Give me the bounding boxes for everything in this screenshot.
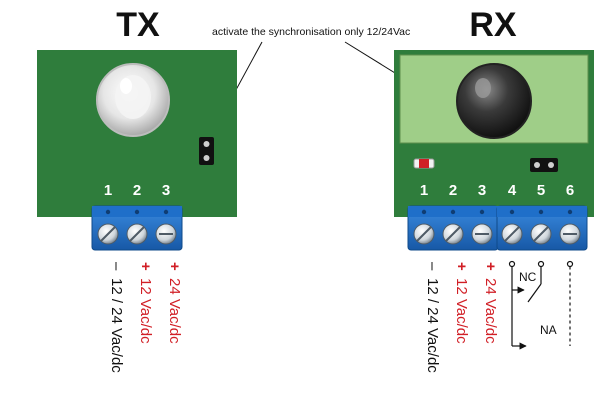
rx-lens xyxy=(456,63,532,139)
tx-wire-sign: – xyxy=(108,262,125,271)
rx-terminal-number: 4 xyxy=(508,182,517,199)
tx-wire-label: 24 Vac/dc xyxy=(166,278,183,344)
rx-terminal-block-power xyxy=(407,205,499,251)
rx-terminal-number: 6 xyxy=(566,182,574,199)
rx-terminal-number: 3 xyxy=(478,182,486,199)
tx-terminal-number: 3 xyxy=(162,182,170,199)
tx-wire-sign: + xyxy=(137,262,154,271)
rx-terminal-screw[interactable] xyxy=(442,223,464,245)
relay-na-label: NA xyxy=(540,323,557,337)
rx-terminal-number: 5 xyxy=(537,182,545,199)
rx-title: RX xyxy=(469,6,517,44)
tx-terminal-number: 1 xyxy=(104,182,112,199)
rx-wire-label: 12 / 24 Vac/dc xyxy=(424,278,441,373)
tx-wire-label: 12 Vac/dc xyxy=(137,278,154,344)
tx-terminal-number: 2 xyxy=(133,182,141,199)
rx-led xyxy=(413,158,435,169)
relay-contact-schematic xyxy=(508,260,574,350)
sync-annotation: activate the synchronisation only 12/24V… xyxy=(212,26,410,38)
tx-terminal-screw[interactable] xyxy=(126,223,148,245)
rx-terminal-block-relay xyxy=(496,205,588,251)
rx-wire-label: 12 Vac/dc xyxy=(453,278,470,344)
rx-wire-label: 24 Vac/dc xyxy=(482,278,499,344)
rx-terminal-screw[interactable] xyxy=(471,223,493,245)
tx-wire-sign: + xyxy=(166,262,183,271)
tx-terminal-screw[interactable] xyxy=(97,223,119,245)
rx-wire-sign: – xyxy=(424,262,441,271)
rx-terminal-number: 1 xyxy=(420,182,428,199)
rx-terminal-screw[interactable] xyxy=(530,223,552,245)
rx-terminal-screw[interactable] xyxy=(501,223,523,245)
relay-nc-label: NC xyxy=(519,270,537,284)
rx-terminal-screw[interactable] xyxy=(413,223,435,245)
rx-sync-jumper[interactable] xyxy=(530,158,558,172)
tx-sync-jumper[interactable] xyxy=(199,137,214,165)
rx-wire-sign: + xyxy=(482,262,499,271)
tx-board: 1 2 3 – 12 / 24 Vac/dc + 12 Vac/dc + 24 … xyxy=(37,50,237,373)
rx-terminal-number: 2 xyxy=(449,182,457,199)
rx-terminal-screw[interactable] xyxy=(559,223,581,245)
tx-title: TX xyxy=(116,6,160,44)
rx-wire-sign: + xyxy=(453,262,470,271)
tx-wire-label: 12 / 24 Vac/dc xyxy=(108,278,125,373)
tx-terminal-screw[interactable] xyxy=(155,223,177,245)
tx-terminal-block xyxy=(91,205,183,251)
rx-board: 1 2 3 4 5 6 – 12 / 24 xyxy=(394,50,594,373)
